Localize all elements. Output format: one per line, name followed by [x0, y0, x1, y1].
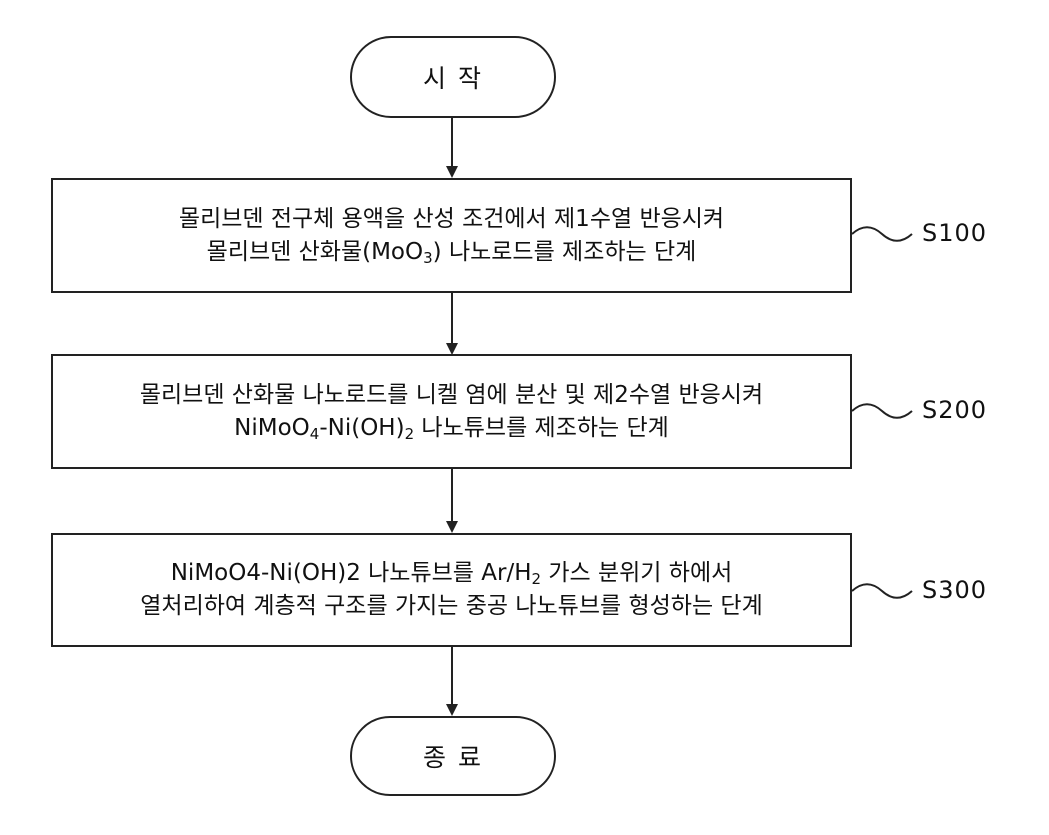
end-terminal: 종 료 [350, 716, 556, 796]
step-s300-line1: NiMoO4-Ni(OH)2 나노튜브를 Ar/H2 가스 분위기 하에서 [171, 557, 733, 590]
step-s300-box: NiMoO4-Ni(OH)2 나노튜브를 Ar/H2 가스 분위기 하에서 열처… [51, 533, 852, 647]
step-s200-label: S200 [922, 396, 987, 424]
step-s200-line2: NiMoO4-Ni(OH)2 나노튜브를 제조하는 단계 [234, 412, 669, 445]
step-s300-label: S300 [922, 576, 987, 604]
step-s100-label: S100 [922, 219, 987, 247]
start-terminal: 시 작 [350, 36, 556, 118]
step-s200-line1: 몰리브덴 산화물 나노로드를 니켈 염에 분산 및 제2수열 반응시켜 [140, 379, 763, 412]
leader-s100 [852, 227, 912, 241]
leader-s300 [852, 584, 912, 598]
step-s300-line2: 열처리하여 계층적 구조를 가지는 중공 나노튜브를 형성하는 단계 [140, 590, 763, 623]
step-s100-line2: 몰리브덴 산화물(MoO3) 나노로드를 제조하는 단계 [207, 236, 697, 269]
step-s100-box: 몰리브덴 전구체 용액을 산성 조건에서 제1수열 반응시켜 몰리브덴 산화물(… [51, 178, 852, 293]
start-label: 시 작 [423, 59, 483, 95]
step-s100-line1: 몰리브덴 전구체 용액을 산성 조건에서 제1수열 반응시켜 [179, 203, 724, 236]
leader-s200 [852, 404, 912, 418]
end-label: 종 료 [423, 738, 483, 774]
step-s200-box: 몰리브덴 산화물 나노로드를 니켈 염에 분산 및 제2수열 반응시켜 NiMo… [51, 354, 852, 469]
